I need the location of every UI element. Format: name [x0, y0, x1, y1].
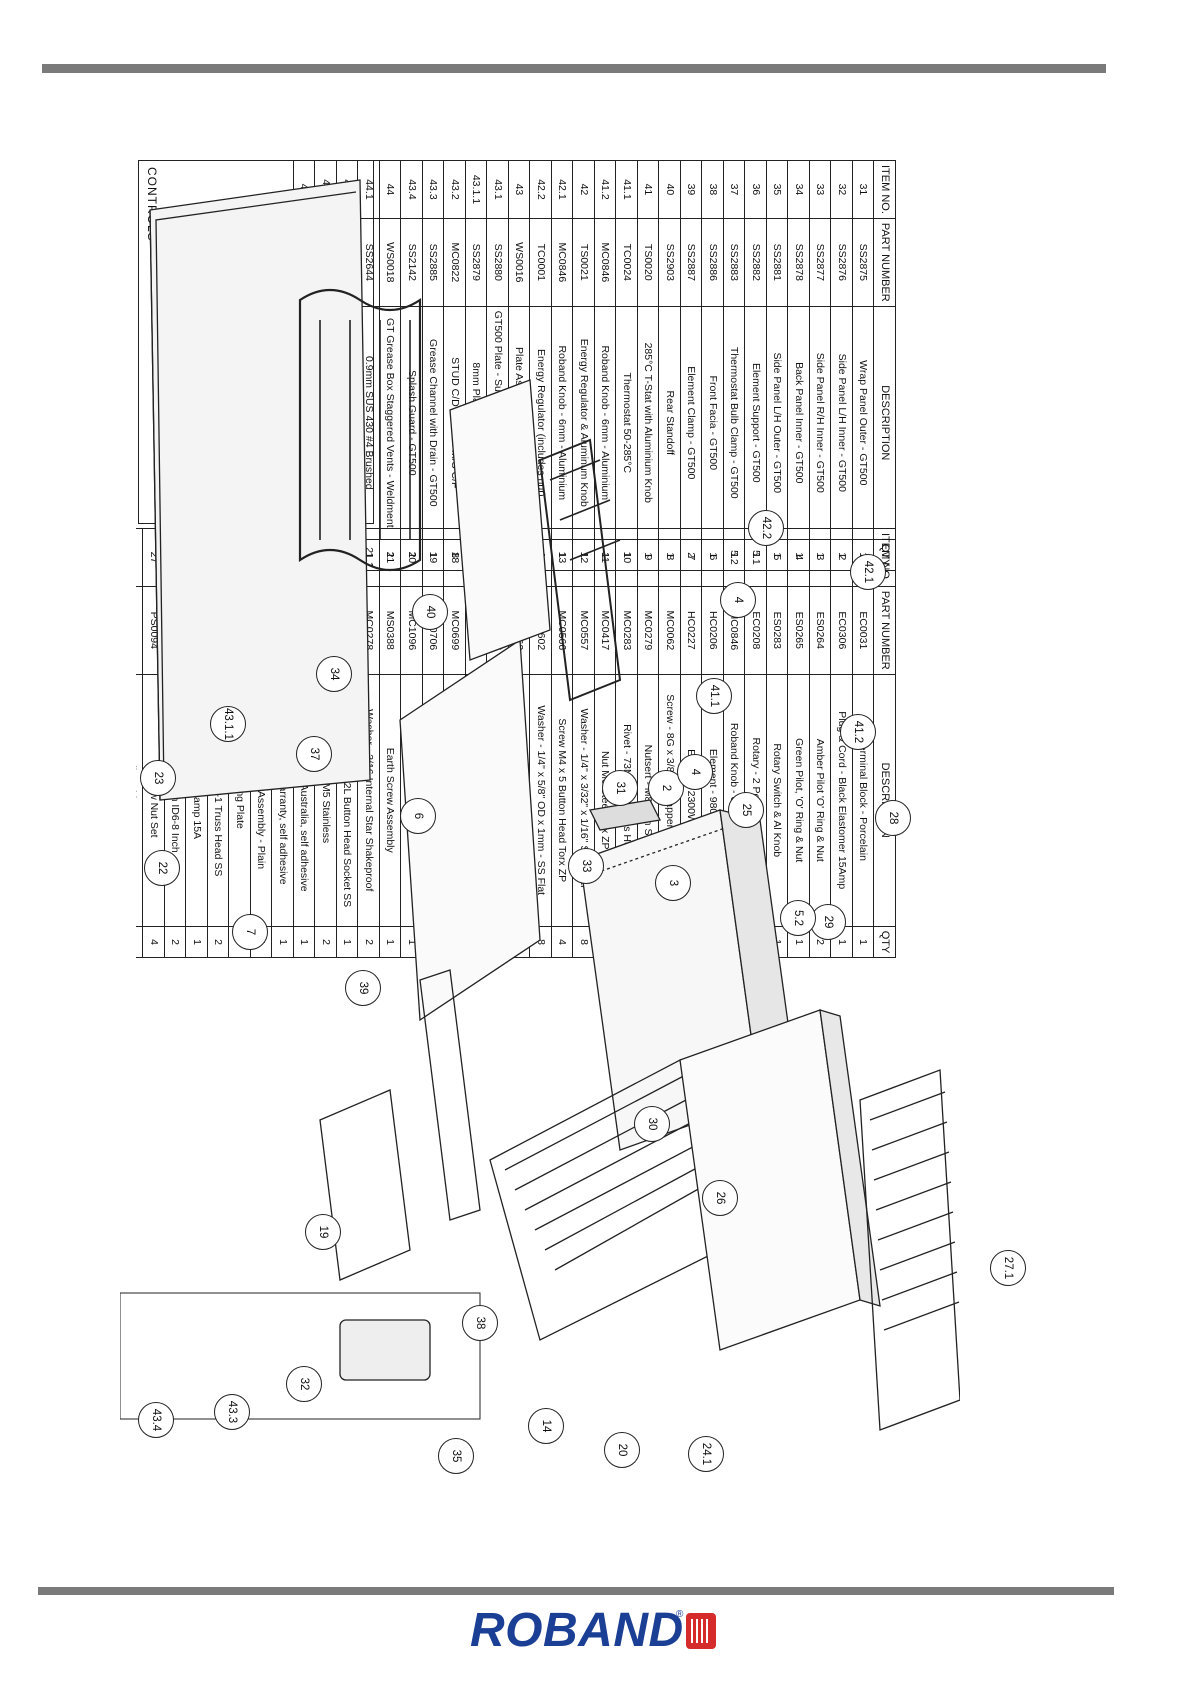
callout-37: 37 — [296, 736, 332, 772]
header-rule — [42, 64, 1106, 73]
callout-30: 30 — [634, 1106, 670, 1142]
logo-text: ROBAND — [470, 1604, 684, 1657]
callout-23: 23 — [140, 760, 176, 796]
callout-38: 38 — [462, 1305, 498, 1341]
callout-ctrl-42-2: 42.2 — [748, 510, 784, 546]
logo-grill-icon — [686, 1613, 716, 1649]
callout-43-3: 43.3 — [214, 1394, 250, 1430]
callout-27-1: 27.1 — [990, 1250, 1026, 1286]
callout-40: 40 — [412, 594, 448, 630]
callout-ctrl-42-1: 42.1 — [850, 554, 886, 590]
callout-14: 14 — [528, 1408, 564, 1444]
callout-35: 35 — [438, 1438, 474, 1474]
callout-43-1-1: 43.1.1 — [210, 706, 246, 742]
callout-33: 33 — [568, 848, 604, 884]
callout-ctrl-5-2: 5.2 — [780, 900, 816, 936]
callout-39: 39 — [345, 970, 381, 1006]
callout-24-1: 24.1 — [688, 1436, 724, 1472]
callout-7: 7 — [232, 914, 268, 950]
callout-ctrl-4a: 4 — [677, 754, 713, 790]
callout-43-4: 43.4 — [138, 1402, 174, 1438]
callout-ctrl-4b: 4 — [720, 582, 756, 618]
callout-34: 34 — [316, 656, 352, 692]
callout-ctrl-41-1: 41.1 — [696, 678, 732, 714]
roband-logo: ROBAND ® — [470, 1603, 720, 1659]
callout-28: 28 — [875, 800, 911, 836]
callout-19: 19 — [305, 1214, 341, 1250]
callout-26: 26 — [702, 1180, 738, 1216]
controls-box-lower — [120, 1292, 481, 1420]
footer-rule — [38, 1587, 1114, 1595]
callout-ctrl-41-2: 41.2 — [840, 714, 876, 750]
callout-6: 6 — [400, 798, 436, 834]
callout-25: 25 — [728, 792, 764, 828]
logo-registered-mark: ® — [676, 1609, 684, 1620]
callout-31: 31 — [602, 770, 638, 806]
callout-ctrl-3: 3 — [655, 865, 691, 901]
callout-22: 22 — [144, 850, 180, 886]
exploded-view-drawing — [120, 179, 960, 1431]
callout-20: 20 — [604, 1432, 640, 1468]
callout-32: 32 — [286, 1366, 322, 1402]
